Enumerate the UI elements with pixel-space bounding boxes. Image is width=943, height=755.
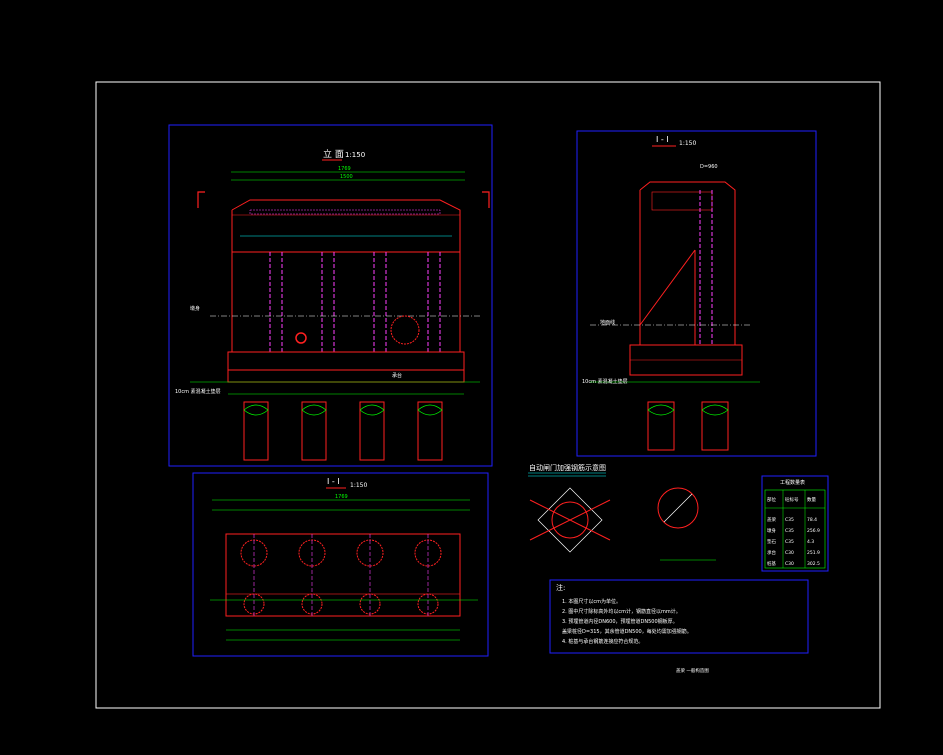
qt-cell: 251.9 <box>807 550 820 556</box>
section-view-scale: 1:150 <box>679 140 696 147</box>
qt-cell: 256.9 <box>807 528 820 534</box>
qt-cell: C30 <box>785 561 794 567</box>
quantity-table-title: 工程数量表 <box>780 479 805 486</box>
plan-view: I - I 1:150 1769 <box>192 472 489 657</box>
qt-header-grade: 砼标号 <box>785 496 799 503</box>
front-pier-label: 墩身 <box>190 305 200 312</box>
section-cushion-label: 10cm 素混凝土垫层 <box>582 378 628 385</box>
note-line: 盖梁桩径D=315，其余管道DN500，每处均需加强钢筋。 <box>562 628 692 635</box>
section-ground-label: 地面线 <box>600 319 615 326</box>
qt-cell: 302.5 <box>807 561 820 567</box>
qt-cell: 承台 <box>767 549 776 556</box>
qt-header-part: 部位 <box>767 496 776 503</box>
qt-cell: C30 <box>785 550 794 556</box>
notes-block: 注: 1. 本图尺寸以cm为单位。 2. 图中尺寸除标高外均以cm计，钢筋直径以… <box>549 579 809 674</box>
qt-cell: C35 <box>785 539 794 545</box>
qt-cell: C35 <box>785 528 794 534</box>
front-cushion-label: 10cm 素混凝土垫层 <box>175 388 221 395</box>
front-dim-span: 1500 <box>340 174 353 180</box>
rebar-detail: 自动闸门加强钢筋示意图 <box>528 463 716 561</box>
qt-cell: 4.3 <box>807 539 814 545</box>
qt-cell: 墩身 <box>767 527 776 534</box>
front-footing-label: 承台 <box>392 372 402 379</box>
qt-cell: 桩基 <box>767 560 776 567</box>
note-line: 4. 桩基与承台钢筋连接应符合规范。 <box>562 638 643 645</box>
plan-dim-total: 1769 <box>335 494 348 500</box>
section-dim-label: D=960 <box>700 164 718 170</box>
front-view: 立 面 1:150 1769 1500 10cm 素混凝土垫层 墩身 <box>168 124 493 467</box>
sheet-border <box>95 81 881 709</box>
front-dim-total: 1769 <box>338 166 351 172</box>
quantity-table: 工程数量表 部位 砼标号 数量 盖梁 C35 78.4 墩身 C35 256.9… <box>761 475 829 572</box>
front-view-scale: 1:150 <box>345 151 365 159</box>
footer-caption: 盖梁 一般构造图 <box>676 667 709 674</box>
note-line: 2. 图中尺寸除标高外均以cm计，钢筋直径以mm计。 <box>562 608 681 615</box>
front-view-title: 立 面 <box>323 148 344 160</box>
plan-view-scale: 1:150 <box>350 482 367 489</box>
qt-cell: 垫石 <box>767 538 776 545</box>
note-line: 3. 预埋管道内径DN600，预埋管道DN500钢板厚。 <box>562 618 678 625</box>
front-view-frame <box>168 124 493 467</box>
plan-view-frame <box>192 472 489 657</box>
section-view: I - I 1:150 10cm 素混凝土垫层 地面线 D=960 <box>576 130 817 457</box>
qt-header-qty: 数量 <box>807 496 816 503</box>
note-line: 1. 本图尺寸以cm为单位。 <box>562 598 621 605</box>
qt-cell: 盖梁 <box>767 516 776 523</box>
qt-cell: C35 <box>785 517 794 523</box>
detail-title: 自动闸门加强钢筋示意图 <box>529 463 606 472</box>
qt-cell: 78.4 <box>807 517 817 523</box>
section-view-frame <box>576 130 817 457</box>
section-view-title: I - I <box>656 135 669 144</box>
plan-view-title: I - I <box>327 477 340 486</box>
notes-heading: 注: <box>556 583 565 592</box>
